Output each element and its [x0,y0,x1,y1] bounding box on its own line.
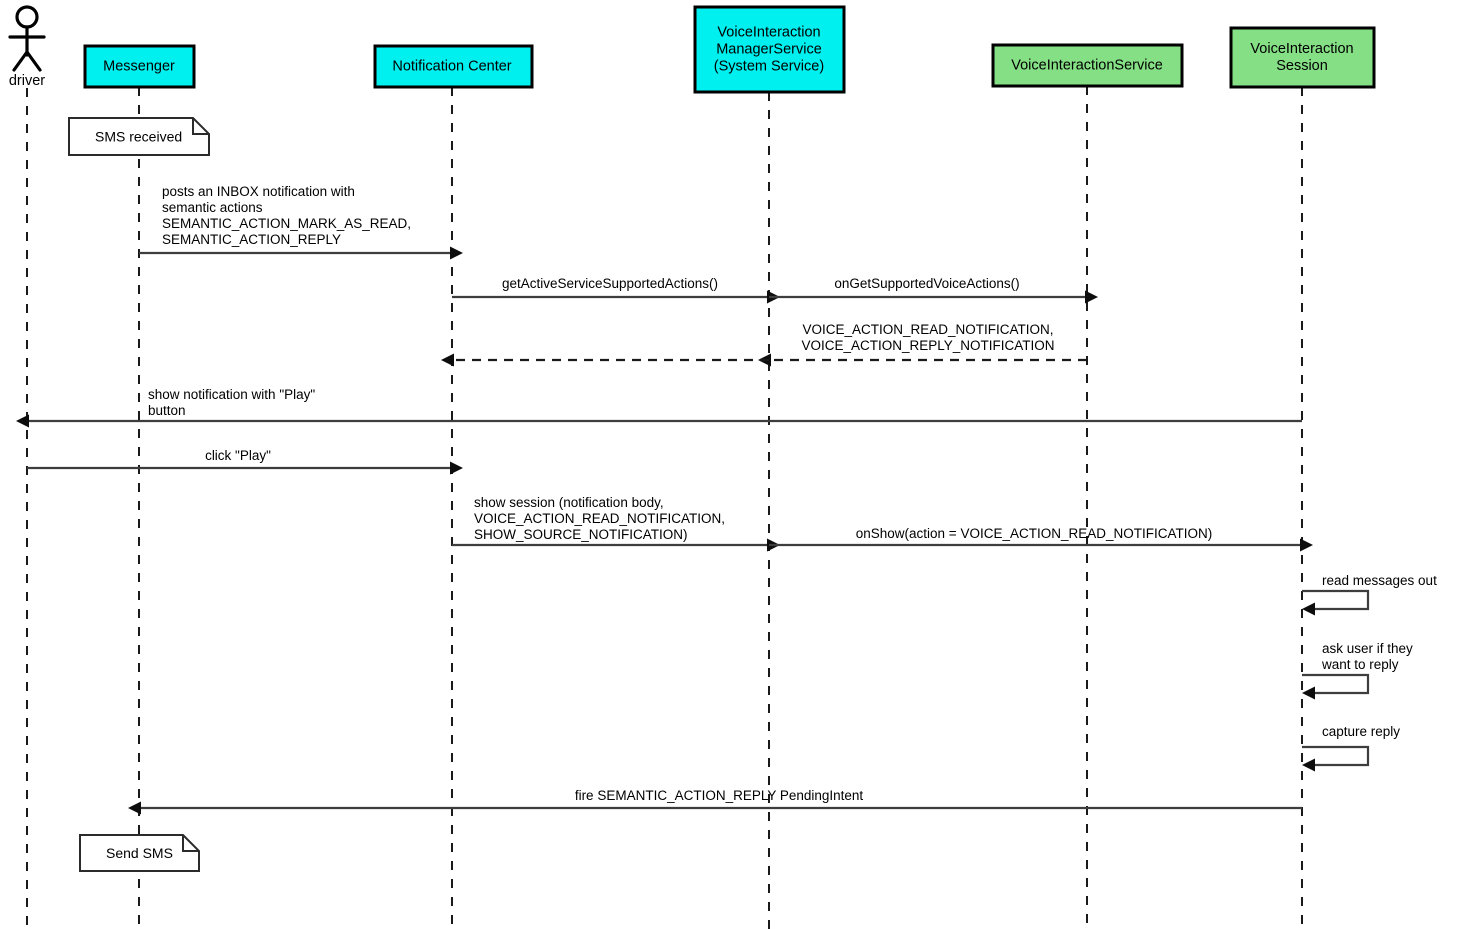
participant-messenger[interactable]: Messenger [83,44,196,89]
actor-label: driver [9,73,45,89]
participant-label: VoiceInteractionService [1011,57,1163,73]
note-note-send-sms: Send SMS [79,834,200,872]
self-message-arrowhead [1302,686,1315,700]
self-message-path [1302,589,1370,611]
message-arrowhead [450,246,463,260]
message-label: fire SEMANTIC_ACTION_REPLY PendingIntent [575,788,864,803]
participant-label: Messenger [103,58,175,74]
participant-box[interactable] [83,44,196,89]
message-msg-on-get-supported-voice-actions[interactable]: onGetSupportedVoiceActions() [769,276,1098,304]
note-note-sms-received: SMS received [68,117,210,156]
message-arrowhead [441,353,454,367]
participant-voice-interaction-service[interactable]: VoiceInteractionService [991,43,1184,88]
message-label: show notification with "Play"button [148,387,315,418]
message-msg-get-active-service-supported-actions[interactable]: getActiveServiceSupportedActions() [452,276,780,304]
participant-label: Notification Center [392,58,511,74]
self-message-path [1302,673,1370,695]
actor-driver[interactable]: driver [8,5,46,89]
note-body [68,117,210,156]
actor-head [15,5,39,29]
note-fold-corner [182,835,199,852]
note-label: Send SMS [106,845,173,861]
message-arrowhead [128,801,141,815]
participant-box[interactable] [991,43,1184,88]
self-message-label: capture reply [1322,724,1400,739]
participant-box[interactable] [693,5,846,94]
note-fold-corner [192,118,209,135]
participants-group: Messenger Notification Center VoiceInterac… [83,5,1376,94]
message-msg-fire-semantic-action-reply-pending-intent[interactable]: fire SEMANTIC_ACTION_REPLY PendingIntent [128,788,1302,815]
self-message-self-msg-capture-reply[interactable]: capture reply [1302,724,1400,772]
participant-box[interactable] [1229,26,1376,89]
message-label: getActiveServiceSupportedActions() [502,276,718,291]
message-arrowhead [1085,290,1098,304]
note-label: SMS received [95,129,182,145]
self-message-path [1302,745,1370,767]
message-msg-show-session[interactable]: show session (notification body,VOICE_AC… [452,495,780,552]
message-label: show session (notification body,VOICE_AC… [474,495,725,542]
message-arrowhead [16,414,29,428]
participant-box[interactable] [373,44,534,89]
message-label: click "Play" [205,448,271,463]
message-arrowhead [450,461,463,475]
message-msg-return-voice-actions-to-notification-center[interactable] [441,353,769,367]
message-msg-return-voice-actions-to-manager[interactable]: VOICE_ACTION_READ_NOTIFICATION,VOICE_ACT… [758,322,1087,367]
message-label: onShow(action = VOICE_ACTION_READ_NOTIFI… [856,526,1212,541]
self-message-label: read messages out [1322,573,1437,588]
self-message-arrowhead [1302,758,1315,772]
actors-group: driver [8,5,46,89]
note-body [79,834,200,872]
actor-leg-right [25,50,42,72]
message-label: onGetSupportedVoiceActions() [834,276,1019,291]
message-arrowhead [1300,538,1313,552]
actor-leg-left [12,50,29,72]
lifelines-group [26,86,1303,929]
message-msg-on-show[interactable]: onShow(action = VOICE_ACTION_READ_NOTIFI… [769,526,1313,552]
message-label: VOICE_ACTION_READ_NOTIFICATION,VOICE_ACT… [801,322,1054,353]
message-msg-show-notification-with-play-button[interactable]: show notification with "Play"button [16,387,1302,428]
self-message-arrowhead [1302,602,1315,616]
self-message-self-msg-read-messages-out[interactable]: read messages out [1302,573,1437,616]
message-msg-click-play[interactable]: click "Play" [27,448,463,475]
participant-notification-center[interactable]: Notification Center [373,44,534,89]
